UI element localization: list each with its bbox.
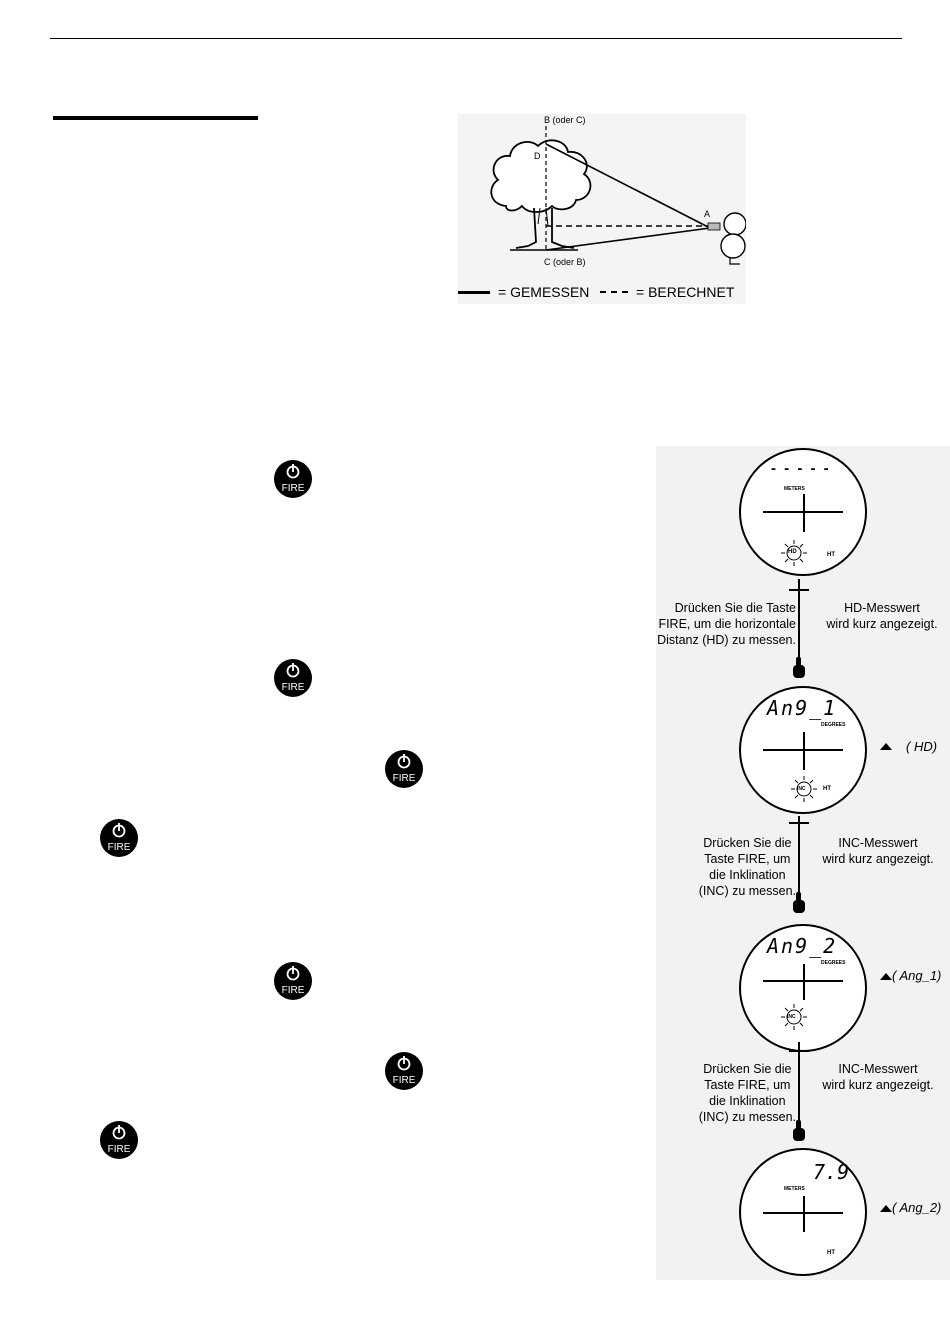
scope-1-unit: METERS bbox=[784, 486, 805, 492]
fire-button-label: FIRE bbox=[393, 1075, 416, 1086]
fire-button-7[interactable]: FIRE bbox=[99, 1120, 139, 1160]
scope-display-3: An9_2 DEGREES INC bbox=[739, 924, 867, 1052]
caret-up-icon bbox=[880, 743, 892, 750]
instruction-3: Drücken Sie die Taste FIRE, um die Inkli… bbox=[698, 1062, 796, 1124]
connector-line-1 bbox=[798, 579, 800, 669]
fire-button-6[interactable]: FIRE bbox=[384, 1051, 424, 1091]
legend-calculated: = BERECHNET bbox=[636, 284, 735, 300]
tree-height-diagram: B (oder C) D A C (oder B) = GEMESSEN = B… bbox=[458, 114, 747, 304]
result-2: INC-Messwert wird kurz angezeigt. bbox=[822, 836, 934, 866]
scope-2-indicator-label: INC bbox=[797, 786, 806, 792]
caret-up-icon bbox=[880, 1205, 892, 1212]
fire-button-4[interactable]: FIRE bbox=[99, 818, 139, 858]
fire-button-1[interactable]: FIRE bbox=[273, 459, 313, 499]
scope-2-unit: DEGREES bbox=[821, 722, 846, 728]
fire-button-5[interactable]: FIRE bbox=[273, 961, 313, 1001]
scope-1-readout: - - - - - bbox=[771, 460, 831, 477]
scope-2-readout: An9_1 bbox=[767, 696, 838, 720]
fire-button-label: FIRE bbox=[108, 1144, 131, 1155]
tree-diagram-illustration bbox=[490, 126, 747, 265]
fire-button-label: FIRE bbox=[282, 985, 305, 996]
page-top-rule bbox=[50, 38, 902, 39]
scope-display-2: An9_1 DEGREES INC HT bbox=[739, 686, 867, 814]
finger-press-icon bbox=[792, 1120, 806, 1142]
scope-1-crosshair-v bbox=[803, 494, 805, 532]
diagram-label-d: D bbox=[534, 151, 541, 161]
scope-3-unit: DEGREES bbox=[821, 960, 846, 966]
scope-3-crosshair-v bbox=[803, 964, 805, 1000]
measurement-flow-panel: - - - - - METERS HD HT Drücken Sie die T… bbox=[656, 446, 950, 1280]
instruction-1: Drücken Sie die Taste FIRE, um die horiz… bbox=[657, 601, 796, 647]
result-1: HD-Messwert wird kurz angezeigt. bbox=[826, 601, 938, 631]
section-heading-rule bbox=[53, 116, 258, 120]
scope-3-inc-indicator: INC bbox=[781, 1004, 807, 1030]
scope-1-hd-indicator: HD bbox=[781, 540, 807, 566]
finger-press-icon bbox=[792, 892, 806, 914]
result-3: INC-Messwert wird kurz angezeigt. bbox=[822, 1062, 934, 1092]
scope-display-4: 7.9 METERS HT bbox=[739, 1148, 867, 1276]
finger-press-icon bbox=[792, 657, 806, 679]
scope-4-unit: METERS bbox=[784, 1186, 805, 1192]
fire-button-3[interactable]: FIRE bbox=[384, 749, 424, 789]
caption-hd: ( HD) bbox=[906, 739, 938, 754]
scope-1-ht: HT bbox=[827, 552, 835, 558]
legend-measured: = GEMESSEN bbox=[498, 284, 590, 300]
fire-button-label: FIRE bbox=[393, 773, 416, 784]
legend-solid-line bbox=[458, 291, 490, 294]
scope-3-readout: An9_2 bbox=[767, 934, 838, 958]
connector-cap-2 bbox=[789, 822, 809, 824]
connector-cap-1 bbox=[789, 589, 809, 591]
scope-3-indicator-label: INC bbox=[787, 1014, 796, 1020]
diagram-label-bottom: C (oder B) bbox=[544, 257, 586, 267]
connector-line-3 bbox=[798, 1042, 800, 1132]
scope-4-crosshair-v bbox=[803, 1196, 805, 1232]
sun-icon bbox=[781, 540, 807, 566]
scope-4-readout: 7.9 bbox=[813, 1160, 850, 1184]
fire-button-label: FIRE bbox=[108, 842, 131, 853]
scope-2-inc-indicator: INC bbox=[791, 776, 817, 802]
diagram-label-a: A bbox=[704, 209, 711, 219]
caption-ang-2: ( Ang_2) bbox=[892, 1200, 942, 1215]
scope-display-1: - - - - - METERS HD HT bbox=[739, 448, 867, 576]
fire-button-2[interactable]: FIRE bbox=[273, 658, 313, 698]
scope-2-ht: HT bbox=[823, 786, 831, 792]
diagram-label-top: B (oder C) bbox=[544, 115, 586, 125]
caption-ang-1: ( Ang_1) bbox=[892, 968, 942, 983]
caret-up-icon bbox=[880, 973, 892, 980]
sun-icon bbox=[791, 776, 817, 802]
connector-line-2 bbox=[798, 816, 800, 908]
scope-2-crosshair-v bbox=[803, 732, 805, 770]
fire-button-label: FIRE bbox=[282, 483, 305, 494]
legend-dashed-line bbox=[600, 291, 628, 293]
scope-1-indicator-label: HD bbox=[788, 549, 797, 555]
scope-4-ht: HT bbox=[827, 1250, 835, 1256]
connector-cap-3 bbox=[789, 1050, 809, 1052]
fire-button-label: FIRE bbox=[282, 682, 305, 693]
sun-icon bbox=[781, 1004, 807, 1030]
instruction-2: Drücken Sie die Taste FIRE, um die Inkli… bbox=[698, 836, 796, 898]
